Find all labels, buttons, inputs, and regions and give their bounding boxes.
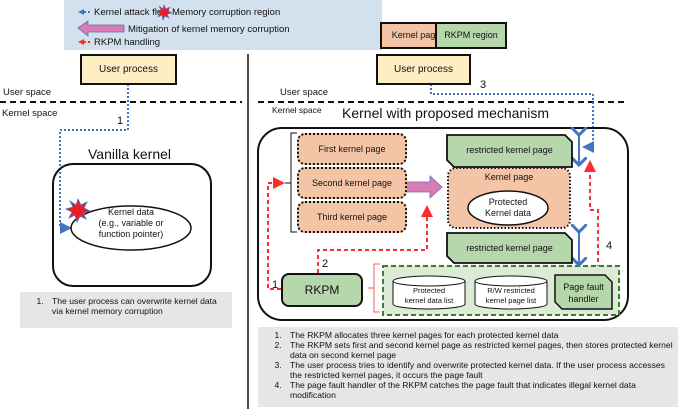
right-step-3: 3 <box>480 79 487 91</box>
legend-kernel-attack-flow: Kernel attack flow <box>94 7 169 18</box>
restricted-top-label: restricted kernel page <box>466 145 553 155</box>
protected-kernel-data-list-db <box>392 275 466 310</box>
right-step-4: 4 <box>606 240 613 252</box>
right-user-process: User process <box>376 54 471 85</box>
legend-rkpm-handling: RKPM handling <box>94 37 161 48</box>
proposed-kernel-title: Kernel with proposed mechanism <box>342 105 549 121</box>
vanilla-kernel-box <box>52 163 212 287</box>
note-item: The RKPM allocates three kernel pages fo… <box>284 330 674 340</box>
rkpm-handling-flow-2 <box>317 205 433 273</box>
note-item: The user process tries to identify and o… <box>284 360 674 380</box>
right-step-1: 1 <box>272 279 279 291</box>
proposed-kernel-box <box>257 127 629 321</box>
protected-kernel-data-list-label: Protected kernel data list <box>404 286 454 305</box>
left-note: The user process can overwrite kernel da… <box>20 292 232 328</box>
rw-restricted-page-list-label: R/W restricted kernel page list <box>485 286 537 305</box>
legend-burst-icon <box>155 4 173 21</box>
right-kernel-space-label: Kernel space <box>272 105 322 115</box>
legend-mitigation-arrow-icon <box>77 20 125 37</box>
rkpm-handling-flow-1 <box>267 177 285 290</box>
rkpm-box: RKPM <box>281 273 363 307</box>
page-fault-handler-label: Page fault handler <box>563 282 604 304</box>
kernel-page-label: Kernel page <box>484 172 534 182</box>
restricted-kernel-page-bottom <box>446 232 573 264</box>
right-user-space-label: User space <box>280 87 329 98</box>
left-kernel-space-label: Kernel space <box>2 108 58 119</box>
note-item: The page fault handler of the RKPM catch… <box>284 380 674 400</box>
rw-restricted-page-list-db <box>474 275 548 310</box>
kernel-data-label: Kernel data (e.g., variable or function … <box>98 207 164 239</box>
first-kernel-page: First kernel page <box>297 133 407 165</box>
kernel-data-ellipse <box>70 205 192 251</box>
page-fault-handler-box <box>554 274 613 310</box>
note-item: The RKPM sets first and second kernel pa… <box>284 340 674 360</box>
right-attack-flow <box>430 84 594 153</box>
second-kernel-page: Second kernel page <box>297 167 407 199</box>
legend-memory-corruption: Memory corruption region <box>172 7 281 18</box>
right-step-2: 2 <box>322 258 329 270</box>
rkpm-handling-flow-4 <box>584 160 599 283</box>
left-attack-flow <box>59 84 129 234</box>
left-step-1: 1 <box>117 115 124 127</box>
restricted-bottom-label: restricted kernel page <box>466 243 553 253</box>
protected-kernel-data-label: Protected Kernel data <box>484 197 532 218</box>
legend-rkpm-region: RKPM region <box>435 22 507 49</box>
protected-kernel-data-ellipse <box>467 190 549 226</box>
memory-corruption-burst-icon <box>64 197 92 224</box>
third-kernel-page: Third kernel page <box>297 201 407 233</box>
right-notes: The RKPM allocates three kernel pages fo… <box>258 327 678 407</box>
left-user-space-label: User space <box>3 87 52 98</box>
left-note-item: The user process can overwrite kernel da… <box>46 296 228 316</box>
vanilla-kernel-title: Vanilla kernel <box>88 146 172 162</box>
mitigation-arrow-icon <box>405 175 443 199</box>
left-user-process: User process <box>80 54 177 85</box>
restricted-kernel-page-top <box>446 134 573 168</box>
legend-mitigation: Mitigation of kernel memory corruption <box>128 24 290 35</box>
